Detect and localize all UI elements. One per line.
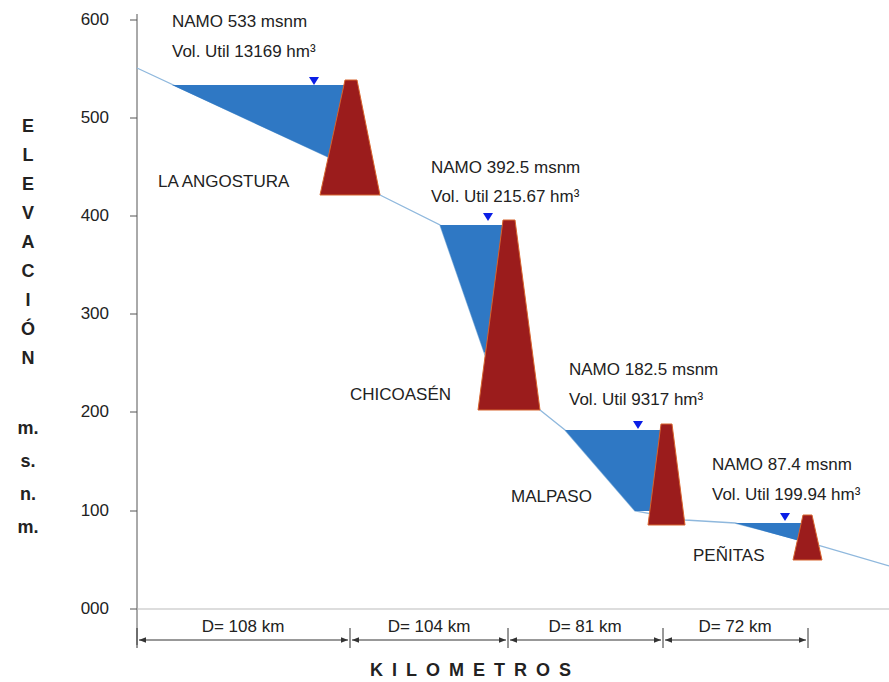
axis-value: 100 <box>81 501 109 521</box>
y-ticks <box>130 20 137 609</box>
axis-value: 000 <box>81 599 109 619</box>
y-axis <box>137 14 138 645</box>
useful-volume: Vol. Util 199.94 hm³ <box>712 485 860 505</box>
useful-volume: Vol. Util 9317 hm³ <box>569 390 703 410</box>
axis-value: 600 <box>81 10 109 30</box>
distance-label: D= 108 km <box>200 617 287 637</box>
axis-value: 200 <box>81 402 109 422</box>
distance-label: D= 104 km <box>386 617 473 637</box>
axis-value: 300 <box>81 304 109 324</box>
distance-label: D= 72 km <box>696 617 773 637</box>
useful-volume: Vol. Util 215.67 hm³ <box>431 187 579 207</box>
river-profile <box>137 68 889 566</box>
axis-value: 400 <box>81 206 109 226</box>
dam-name: MALPASO <box>509 487 594 507</box>
distance-label: D= 81 km <box>546 617 623 637</box>
dam-name: PEÑITAS <box>691 546 766 566</box>
namo-markers <box>309 77 790 521</box>
namo-level: NAMO 182.5 msnm <box>569 360 718 380</box>
dam-name: CHICOASÉN <box>348 385 453 405</box>
axis-title: ELEVACIÓN <box>21 112 35 373</box>
namo-level: NAMO 533 msnm <box>172 12 307 32</box>
axis-title: KILOMETROS <box>370 660 580 680</box>
axis-value: 500 <box>81 108 109 128</box>
namo-level: NAMO 392.5 msnm <box>431 158 580 178</box>
useful-volume: Vol. Util 13169 hm³ <box>172 42 316 62</box>
reservoirs <box>172 85 806 541</box>
axis-unit: m.s.n.m. <box>17 412 38 544</box>
namo-level: NAMO 87.4 msnm <box>712 455 852 475</box>
x-axis <box>137 609 889 610</box>
dam-name: LA ANGOSTURA <box>156 172 291 192</box>
